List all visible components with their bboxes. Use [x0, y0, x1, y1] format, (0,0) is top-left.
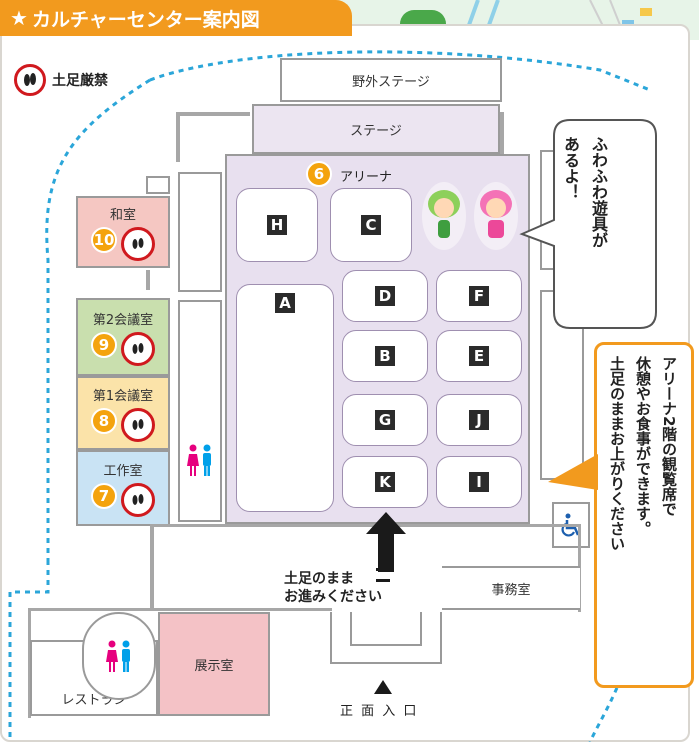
no-shoes-icon — [121, 482, 155, 517]
zone-a[interactable]: A — [236, 284, 334, 512]
wall — [500, 112, 504, 162]
bubble-text: ふわふわ遊具が あるよ！ — [556, 136, 612, 316]
zone-c[interactable]: C — [330, 188, 412, 262]
zone-g[interactable]: G — [342, 394, 428, 446]
zone-letter: C — [361, 215, 381, 235]
room-conference-2[interactable]: 第2会議室 9 — [76, 298, 170, 376]
walk-note-line1: 土足のまま — [284, 571, 354, 587]
wall — [150, 524, 154, 610]
no-shoes-icon — [121, 226, 155, 261]
info-note-text: アリーナ2階の観覧席で 休憩やお食事ができます。 土足のままお上がりください — [604, 356, 682, 680]
zone-letter: F — [469, 286, 489, 306]
info-note-pointer — [548, 454, 598, 490]
star-icon: ★ — [10, 6, 28, 30]
room-name: 第1会議室 — [92, 388, 154, 404]
stage-label: ステージ — [350, 123, 402, 139]
no-shoes-icon — [121, 407, 155, 442]
outdoor-stage: 野外ステージ — [280, 58, 502, 102]
room-number-badge: 9 — [91, 331, 117, 358]
zone-letter: B — [375, 346, 395, 366]
restroom-icon — [182, 440, 218, 480]
corridor-left-upper — [178, 172, 222, 292]
zone-letter: K — [375, 472, 395, 492]
wall-segment — [146, 176, 170, 194]
room-workshop[interactable]: 工作室 7 — [76, 450, 170, 526]
room-conference-1[interactable]: 第1会議室 8 — [76, 376, 170, 450]
zone-b[interactable]: B — [342, 330, 428, 382]
note-line2: 休憩やお食事ができます。 — [634, 356, 652, 536]
zone-d[interactable]: D — [342, 270, 428, 322]
room-number-badge: 8 — [91, 407, 117, 434]
entrance-door — [350, 612, 422, 646]
wall — [28, 608, 332, 611]
zone-letter: G — [375, 410, 395, 430]
zone-f[interactable]: F — [436, 270, 522, 322]
room-washitsu[interactable]: 和室 10 — [76, 196, 170, 268]
walk-note-line2: お進みください — [284, 589, 382, 605]
stage: ステージ — [252, 104, 500, 154]
exhibition-room[interactable]: 展示室 — [158, 612, 270, 716]
entrance-marker-icon — [374, 680, 392, 694]
room-name: 和室 — [109, 207, 136, 223]
no-shoes-icon — [14, 64, 46, 96]
room-number-badge: 10 — [91, 226, 117, 253]
legend-label: 土足厳禁 — [52, 73, 108, 89]
entrance-label: 正 面 入 口 — [340, 704, 419, 719]
note-line1: アリーナ2階の観覧席で — [660, 356, 678, 517]
entrance-hall — [330, 612, 442, 664]
zone-i[interactable]: I — [436, 456, 522, 508]
note-line3: 土足のままお上がりください — [608, 356, 626, 551]
room-number-badge: 7 — [91, 482, 117, 509]
arena-number-badge: 6 — [306, 161, 332, 187]
zone-letter: A — [275, 293, 295, 313]
zone-letter: I — [469, 472, 489, 492]
zone-h[interactable]: H — [236, 188, 318, 262]
corridor-left-lower — [178, 300, 222, 522]
no-shoes-icon — [121, 331, 155, 366]
bubble-line2: あるよ！ — [561, 136, 580, 200]
wall — [176, 112, 250, 116]
page-title: ★ カルチャーセンター案内図 — [0, 0, 352, 36]
up-arrow-icon — [366, 512, 406, 572]
bubble-line1: ふわふわ遊具が — [589, 136, 608, 248]
wall — [150, 524, 580, 527]
zone-j[interactable]: J — [436, 394, 522, 446]
restroom-icon — [106, 640, 130, 672]
room-name: 第2会議室 — [92, 312, 154, 328]
mascot-illustration — [422, 182, 518, 250]
speech-bubble — [519, 119, 657, 329]
office-label: 事務室 — [491, 582, 531, 598]
restroom-area — [82, 612, 156, 700]
zone-letter: J — [469, 410, 489, 430]
page-title-text: カルチャーセンター案内図 — [31, 8, 260, 31]
zone-letter: E — [469, 346, 489, 366]
zone-e[interactable]: E — [436, 330, 522, 382]
outdoor-stage-label: 野外ステージ — [352, 74, 430, 90]
room-name: 工作室 — [103, 463, 143, 479]
wall — [176, 112, 180, 162]
wall — [28, 608, 31, 718]
exhibition-label: 展示室 — [194, 658, 234, 674]
arena-label: アリーナ — [340, 170, 393, 185]
zone-letter: D — [375, 286, 395, 306]
zone-letter: H — [267, 215, 287, 235]
info-note — [594, 342, 694, 688]
office: 事務室 — [442, 566, 580, 610]
zone-k[interactable]: K — [342, 456, 428, 508]
walk-path-marker — [376, 568, 390, 582]
wall — [146, 270, 150, 290]
